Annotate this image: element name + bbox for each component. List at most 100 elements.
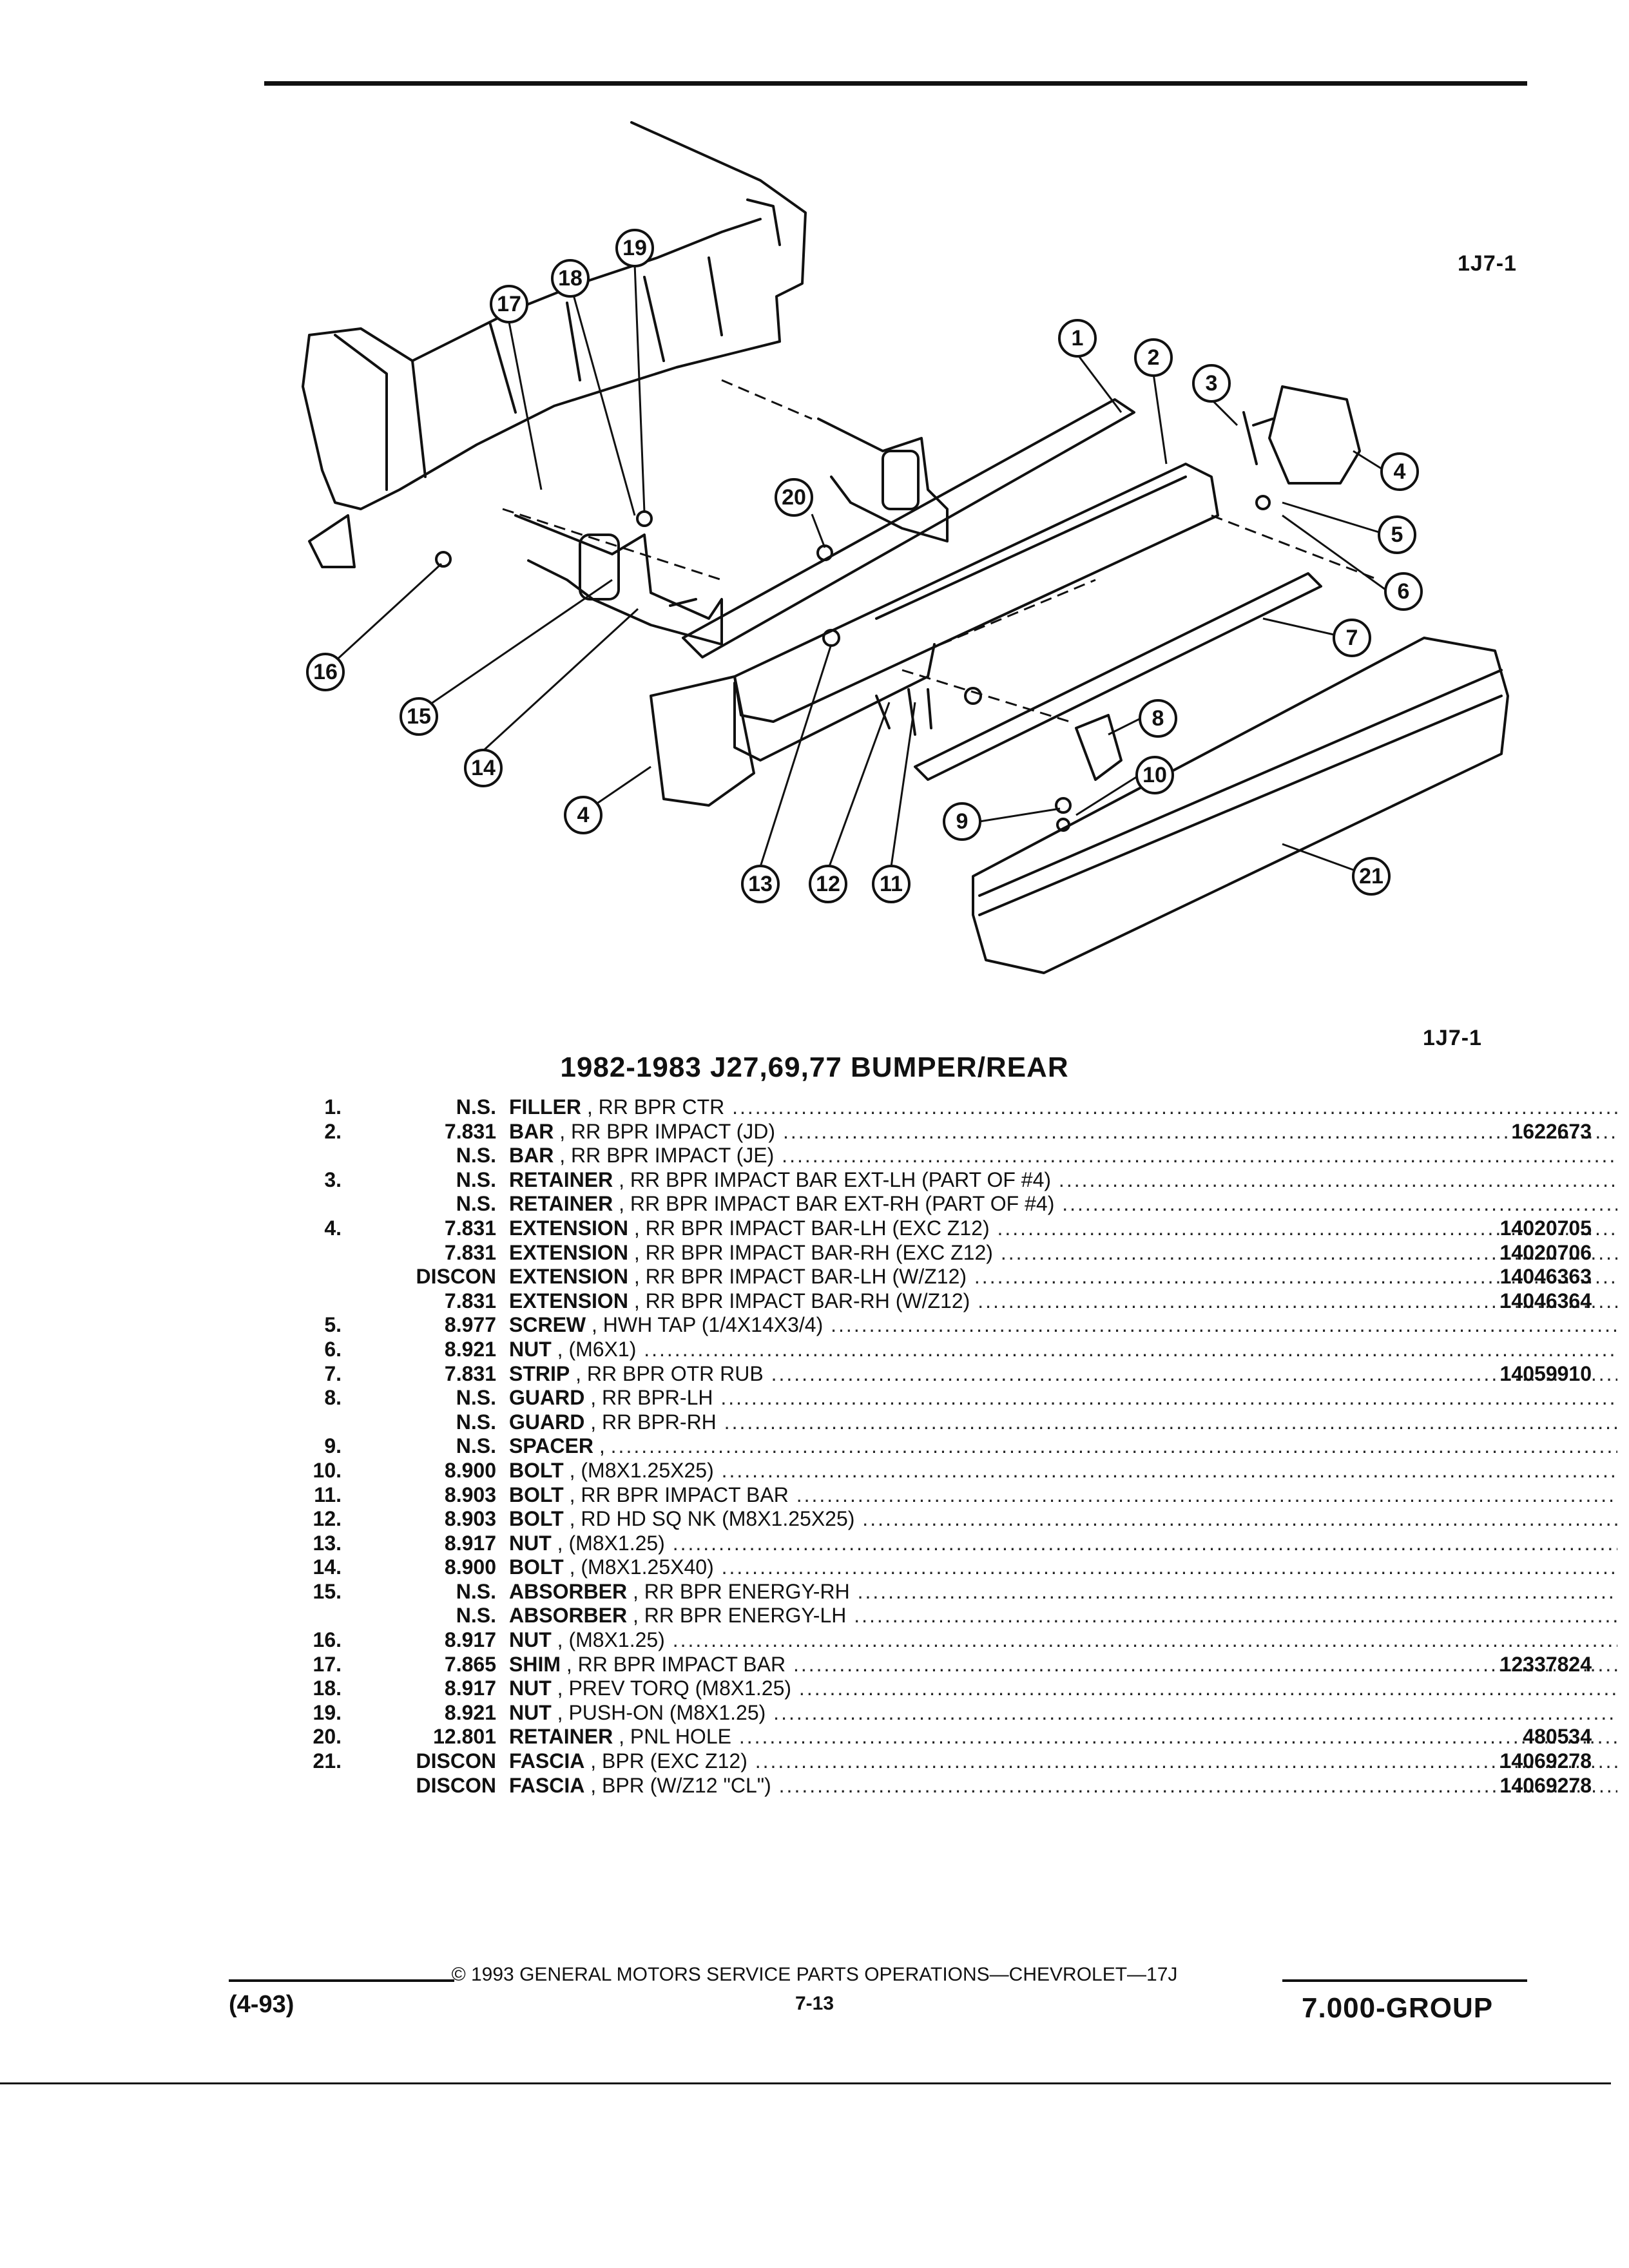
leader-dots: ........................................… xyxy=(636,1337,1617,1361)
part-name: STRIP xyxy=(509,1361,570,1385)
leader-dots: ........................................… xyxy=(738,1725,1617,1749)
part-name: GUARD xyxy=(509,1410,585,1434)
part-spec: RR BPR IMPACT (JE) xyxy=(571,1144,775,1168)
top-rule xyxy=(264,81,1527,86)
page-number: 7-13 xyxy=(795,1993,834,2014)
item-number: 15. xyxy=(313,1579,342,1603)
group-code: 7.831 xyxy=(444,1119,496,1143)
part-number: 1622673 xyxy=(1511,1119,1592,1143)
leader-dots: ........................................… xyxy=(1000,1240,1617,1264)
group-code: 8.903 xyxy=(444,1507,496,1531)
part-description: STRIP , RR BPR OTR RUB .................… xyxy=(509,1362,1617,1387)
group-code: 7.831 xyxy=(444,1289,496,1312)
group-code: 7.865 xyxy=(444,1652,496,1676)
part-number: 12337824 xyxy=(1499,1652,1592,1676)
part-number: 14069278 xyxy=(1499,1773,1592,1797)
part-description: EXTENSION , RR BPR IMPACT BAR-LH (W/Z12)… xyxy=(509,1265,1617,1289)
callout-8: 8 xyxy=(1152,706,1164,731)
leader-dots: ........................................… xyxy=(721,1458,1617,1482)
footer-rule-right xyxy=(1282,1979,1527,1982)
group-code: 12.801 xyxy=(433,1725,496,1749)
item-number: 7. xyxy=(324,1361,342,1385)
part-name: EXTENSION xyxy=(509,1289,628,1312)
table-row: N.S. BAR , RR BPR IMPACT (JE) ...........… xyxy=(245,1144,1617,1168)
callout-3: 3 xyxy=(1206,371,1218,396)
part-spec: PREV TORQ (M8X1.25) xyxy=(568,1677,792,1700)
part-spec: (M8X1.25X25) xyxy=(581,1458,714,1482)
leader-dots: ........................................… xyxy=(771,1361,1617,1385)
part-name: NUT xyxy=(509,1628,552,1652)
part-name: EXTENSION xyxy=(509,1216,628,1240)
group-code: DISCON xyxy=(416,1265,496,1289)
part-description: SPACER , ...............................… xyxy=(509,1434,1617,1459)
part-description: BAR , RR BPR IMPACT (JE) ...............… xyxy=(509,1144,1617,1168)
part-description: ABSORBER , RR BPR ENERGY-RH ............… xyxy=(509,1580,1617,1604)
part-name: FILLER xyxy=(509,1095,581,1119)
part-spec: PUSH-ON (M8X1.25) xyxy=(568,1700,766,1724)
leader-dots: ........................................… xyxy=(672,1628,1617,1652)
item-number: 12. xyxy=(313,1507,342,1531)
item-number: 3. xyxy=(324,1168,342,1191)
item-number: 14. xyxy=(313,1555,342,1579)
leader-dots: ........................................… xyxy=(773,1700,1617,1724)
part-description: BOLT , RD HD SQ NK (M8X1.25X25) ........… xyxy=(509,1507,1617,1532)
callout-1: 1 xyxy=(1072,326,1084,351)
group-code: 8.917 xyxy=(444,1628,496,1652)
group-code: 8.921 xyxy=(444,1337,496,1361)
parts-list: 1.N.S.FILLER , RR BPR CTR ..............… xyxy=(245,1095,1617,1798)
leader-dots: ........................................… xyxy=(672,1531,1617,1555)
part-description: ABSORBER , RR BPR ENERGY-LH ............… xyxy=(509,1604,1617,1628)
callout-markers: 1 2 3 4 4 5 6 7 8 9 10 11 12 13 14 15 16… xyxy=(306,229,1423,903)
group-code: 8.977 xyxy=(444,1313,496,1337)
part-spec: RR BPR IMPACT BAR-RH (EXC Z12) xyxy=(645,1240,993,1264)
part-name: EXTENSION xyxy=(509,1265,628,1289)
group-code: N.S. xyxy=(456,1386,496,1410)
part-spec: RR BPR IMPACT BAR xyxy=(577,1652,786,1676)
leader-dots: ........................................… xyxy=(755,1749,1617,1773)
bottom-rule xyxy=(0,2082,1611,2084)
part-name: BOLT xyxy=(509,1555,564,1579)
group-code: 8.921 xyxy=(444,1700,496,1724)
table-row: 15.N.S.ABSORBER , RR BPR ENERGY-RH .....… xyxy=(245,1579,1617,1604)
leader-dots: ........................................… xyxy=(1062,1192,1617,1216)
part-spec: (M8X1.25X40) xyxy=(581,1555,714,1579)
part-description: GUARD , RR BPR-RH ......................… xyxy=(509,1410,1617,1435)
leader-dots: ........................................… xyxy=(721,1555,1617,1579)
group-code: N.S. xyxy=(456,1144,496,1168)
part-spec: BPR (W/Z12 "CL") xyxy=(602,1773,771,1797)
item-number: 16. xyxy=(313,1628,342,1652)
figure-code-top: 1J7-1 xyxy=(1458,251,1517,276)
callout-4-right: 4 xyxy=(1394,459,1406,484)
group-code: N.S. xyxy=(456,1434,496,1458)
table-row: N.S.RETAINER , RR BPR IMPACT BAR EXT-RH … xyxy=(245,1192,1617,1216)
part-description: EXTENSION , RR BPR IMPACT BAR-LH (EXC Z1… xyxy=(509,1216,1617,1241)
item-number: 9. xyxy=(324,1434,342,1458)
part-name: BAR xyxy=(509,1119,554,1143)
table-row: 9. N.S. SPACER , .........................… xyxy=(245,1434,1617,1459)
leader-dots: ........................................… xyxy=(854,1604,1617,1628)
table-row: N.S. ABSORBER , RR BPR ENERGY-LH ........… xyxy=(245,1604,1617,1628)
callout-16: 16 xyxy=(313,660,338,684)
revision-date: (4-93) xyxy=(229,1991,294,2018)
item-number: 11. xyxy=(314,1483,342,1506)
group-code: N.S. xyxy=(456,1604,496,1628)
part-description: NUT , PREV TORQ (M8X1.25) ..............… xyxy=(509,1677,1617,1701)
part-name: ABSORBER xyxy=(509,1579,628,1603)
leader-dots: ........................................… xyxy=(857,1579,1617,1603)
part-spec: RR BPR IMPACT BAR xyxy=(581,1483,789,1506)
item-number: 2. xyxy=(324,1119,342,1143)
group-code: 8.917 xyxy=(444,1677,496,1700)
group-code: N.S. xyxy=(456,1095,496,1119)
leader-dots: ........................................… xyxy=(610,1434,1617,1458)
leader-dots: ........................................… xyxy=(732,1095,1617,1119)
part-description: BOLT , (M8X1.25X25) ....................… xyxy=(509,1459,1617,1483)
group-code: N.S. xyxy=(456,1410,496,1434)
callout-19: 19 xyxy=(622,236,647,260)
item-number: 21. xyxy=(313,1749,342,1773)
